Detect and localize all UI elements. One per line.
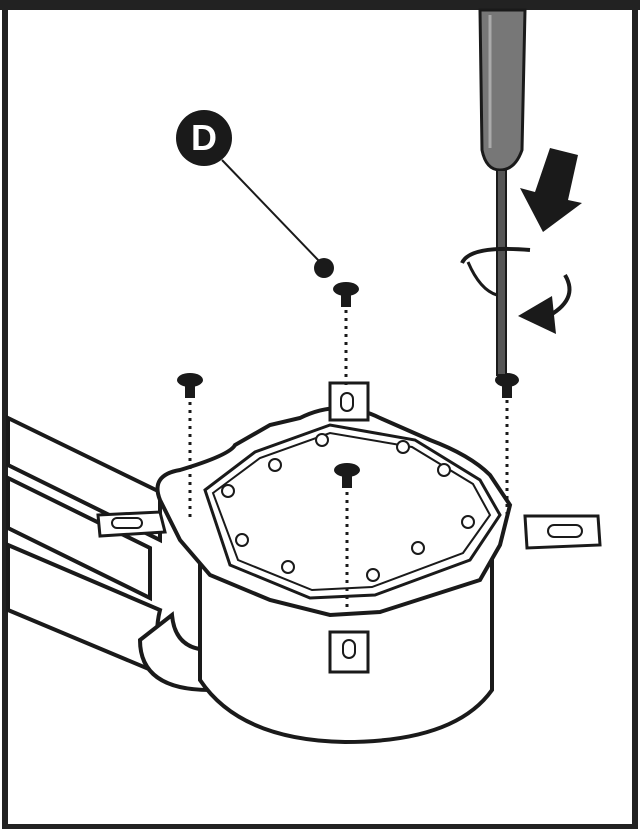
callout-leader (221, 159, 321, 263)
step-label: D (176, 110, 232, 166)
callout-dot (314, 258, 334, 278)
mounting-brackets (96, 381, 602, 674)
screw-icon (177, 282, 519, 488)
rotate-arrowhead (518, 296, 556, 334)
alignment-guides (188, 310, 509, 612)
rotate-clockwise-icon (460, 246, 572, 320)
plate-screw-heads (221, 433, 475, 582)
arrow-down-icon (520, 148, 582, 232)
screwdriver-icon (478, 8, 527, 376)
coolant-tubes (6, 414, 212, 693)
